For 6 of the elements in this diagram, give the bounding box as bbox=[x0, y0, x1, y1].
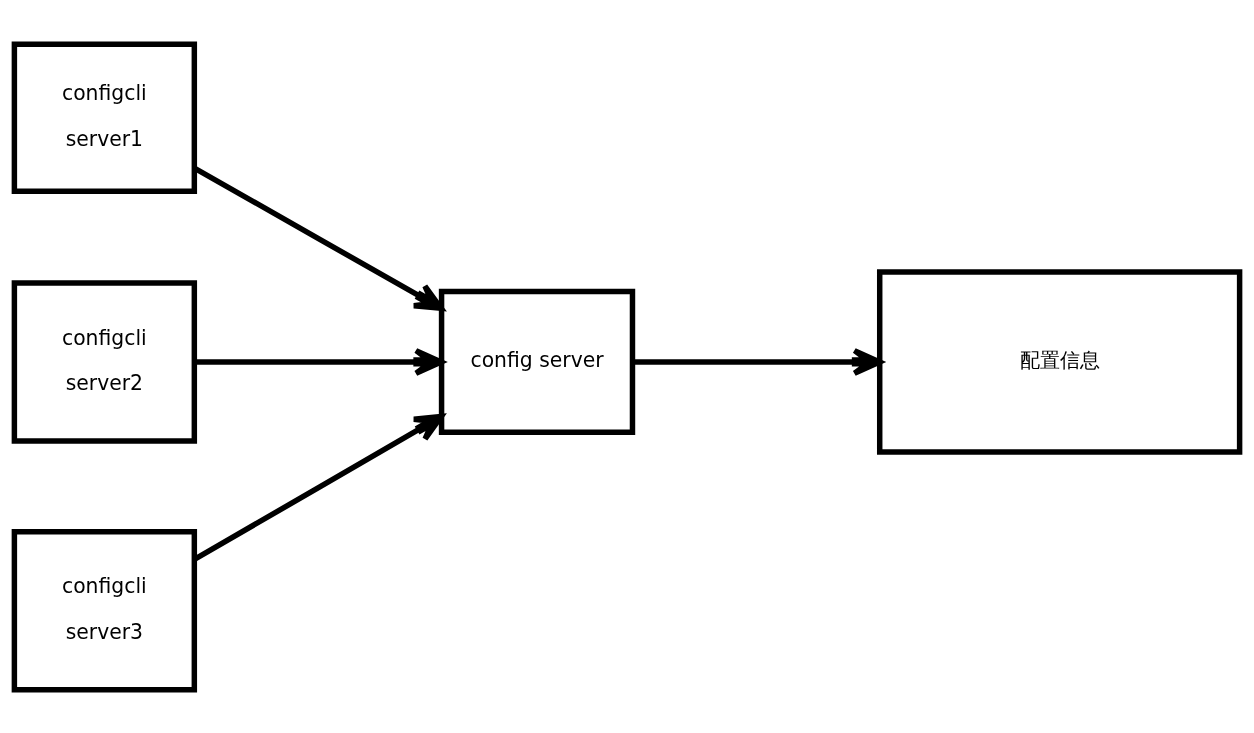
node-box: configcli server2 bbox=[11, 279, 198, 444]
node-box: config server bbox=[438, 288, 636, 435]
node-box: configcli server3 bbox=[11, 528, 198, 692]
arrow bbox=[632, 347, 883, 376]
node-box: configcli server1 bbox=[11, 41, 198, 194]
node-box: 配置信息 bbox=[877, 268, 1243, 455]
